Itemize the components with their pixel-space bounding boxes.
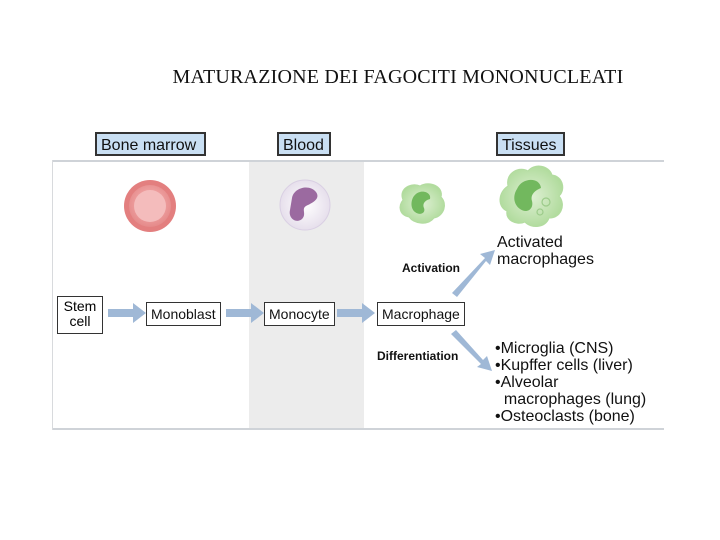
column-header-blood: Blood xyxy=(277,132,331,156)
activated-macrophage-illustration xyxy=(499,165,564,227)
arrow-activation xyxy=(452,250,495,297)
differentiated-item: •Alveolar xyxy=(495,374,559,391)
differentiated-item: •Kupffer cells (liver) xyxy=(495,357,633,374)
column-header-bone-marrow: Bone marrow xyxy=(95,132,206,156)
left-divider xyxy=(52,160,53,430)
label-activation: Activation xyxy=(402,261,461,275)
node-stem-cell: Stem cell xyxy=(57,296,103,334)
arrow-differentiation xyxy=(451,330,492,371)
page-title: MATURAZIONE DEI FAGOCITI MONONUCLEATI xyxy=(172,66,624,88)
differentiated-item: macrophages (lung) xyxy=(495,391,647,408)
monocyte-illustration xyxy=(279,179,331,231)
activated-macrophages-line1: Activated xyxy=(497,234,563,251)
differentiated-item: •Osteoclasts (bone) xyxy=(495,408,635,425)
arrow-monoblast-to-monocyte xyxy=(226,303,264,323)
node-monocyte: Monocyte xyxy=(264,302,335,326)
differentiated-item: •Microglia (CNS) xyxy=(495,340,614,357)
top-divider xyxy=(52,160,664,162)
column-header-tissues: Tissues xyxy=(496,132,565,156)
label-differentiation: Differentiation xyxy=(377,349,459,363)
stem-cell-line1: Stem xyxy=(63,298,97,314)
arrow-stem-to-monoblast xyxy=(108,303,146,323)
node-monoblast: Monoblast xyxy=(146,302,221,326)
stem-cell-line2: cell xyxy=(69,313,91,329)
macrophage-illustration xyxy=(399,183,445,224)
bottom-divider xyxy=(52,428,664,430)
arrow-monocyte-to-macrophage xyxy=(337,303,375,323)
activated-macrophages-line2: macrophages xyxy=(497,251,594,268)
stem-cell-illustration xyxy=(124,180,176,232)
node-macrophage: Macrophage xyxy=(377,302,465,326)
